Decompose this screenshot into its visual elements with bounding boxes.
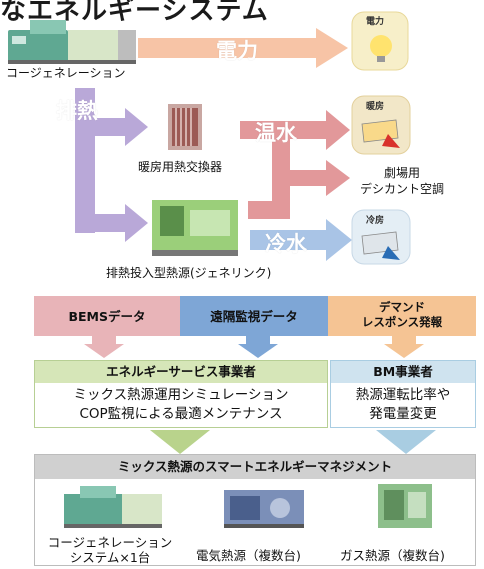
energy-service-title: エネルギーサービス事業者 — [35, 361, 327, 383]
electricity-label: 電力 — [216, 39, 258, 63]
bems-data-label: BEMSデータ — [68, 309, 146, 324]
equipment-cogeneration-line1: コージェネレーション — [47, 535, 173, 550]
demand-response-line1: デマンド — [379, 300, 425, 314]
cogeneration-system-illustration — [64, 486, 162, 528]
hot-water-arrow — [240, 110, 350, 219]
management-arrows — [150, 430, 436, 454]
data-arrows — [84, 336, 424, 358]
cooling-icon — [351, 209, 411, 265]
heating-icon-label: 暖房 — [366, 102, 385, 112]
heating-icon — [351, 95, 411, 155]
bm-operator-line1: 熱源運転比率や — [355, 387, 451, 403]
remote-monitoring-box: 遠隔監視データ — [180, 296, 328, 336]
electricity-arrow — [138, 28, 348, 68]
electric-heat-source-illustration — [224, 490, 304, 528]
demand-response-box: デマンド レスポンス発報 — [328, 296, 476, 336]
cooling-icon-label: 冷房 — [366, 216, 385, 226]
cold-water-arrow — [250, 219, 352, 261]
equipment-illustrations — [64, 484, 432, 528]
exhaust-heat-arrow — [75, 88, 148, 242]
absorption-chiller-illustration — [152, 200, 238, 256]
energy-service-line2: COP監視による最適メンテナンス — [79, 406, 283, 422]
remote-monitoring-label: 遠隔監視データ — [210, 309, 298, 324]
cogeneration-label: コージェネレーション — [6, 66, 126, 80]
management-title: ミックス熱源のスマートエネルギーマネジメント — [35, 455, 475, 479]
bems-data-box: BEMSデータ — [34, 296, 180, 336]
cold-water-label: 冷水 — [265, 232, 307, 256]
flow-diagram — [8, 11, 411, 265]
power-icon — [351, 11, 409, 71]
gas-heat-source-illustration — [378, 484, 432, 528]
equipment-cogeneration-line2: システム×1台 — [69, 550, 151, 565]
bm-operator-box: BM事業者 熱源運転比率や 発電量変更 — [330, 360, 476, 428]
bm-operator-title: BM事業者 — [331, 361, 475, 383]
cogeneration-illustration — [8, 20, 136, 64]
energy-service-line1: ミックス熱源運用シミュレーション — [73, 387, 289, 403]
theater-label-line2: デシカント空調 — [359, 182, 444, 196]
exhaust-heat-label: 排熱 — [56, 99, 98, 123]
hot-water-label: 温水 — [255, 121, 297, 145]
heat-exchanger-illustration — [168, 104, 202, 150]
power-icon-label: 電力 — [366, 17, 385, 27]
energy-service-box: エネルギーサービス事業者 ミックス熱源運用シミュレーション COP監視による最適… — [34, 360, 328, 428]
equipment-electric-label: 電気熱源（複数台) — [196, 548, 301, 563]
theater-label-line1: 劇場用 — [383, 166, 420, 180]
equipment-gas-label: ガス熱源（複数台) — [340, 548, 445, 563]
equipment-cogeneration-label: コージェネレーション システム×1台 — [36, 535, 184, 565]
bm-operator-line2: 発電量変更 — [369, 406, 437, 422]
heat-exchanger-label: 暖房用熱交換器 — [138, 160, 223, 174]
absorption-chiller-label: 排熱投入型熱源(ジェネリンク) — [106, 266, 272, 280]
demand-response-line2: レスポンス発報 — [361, 315, 443, 329]
